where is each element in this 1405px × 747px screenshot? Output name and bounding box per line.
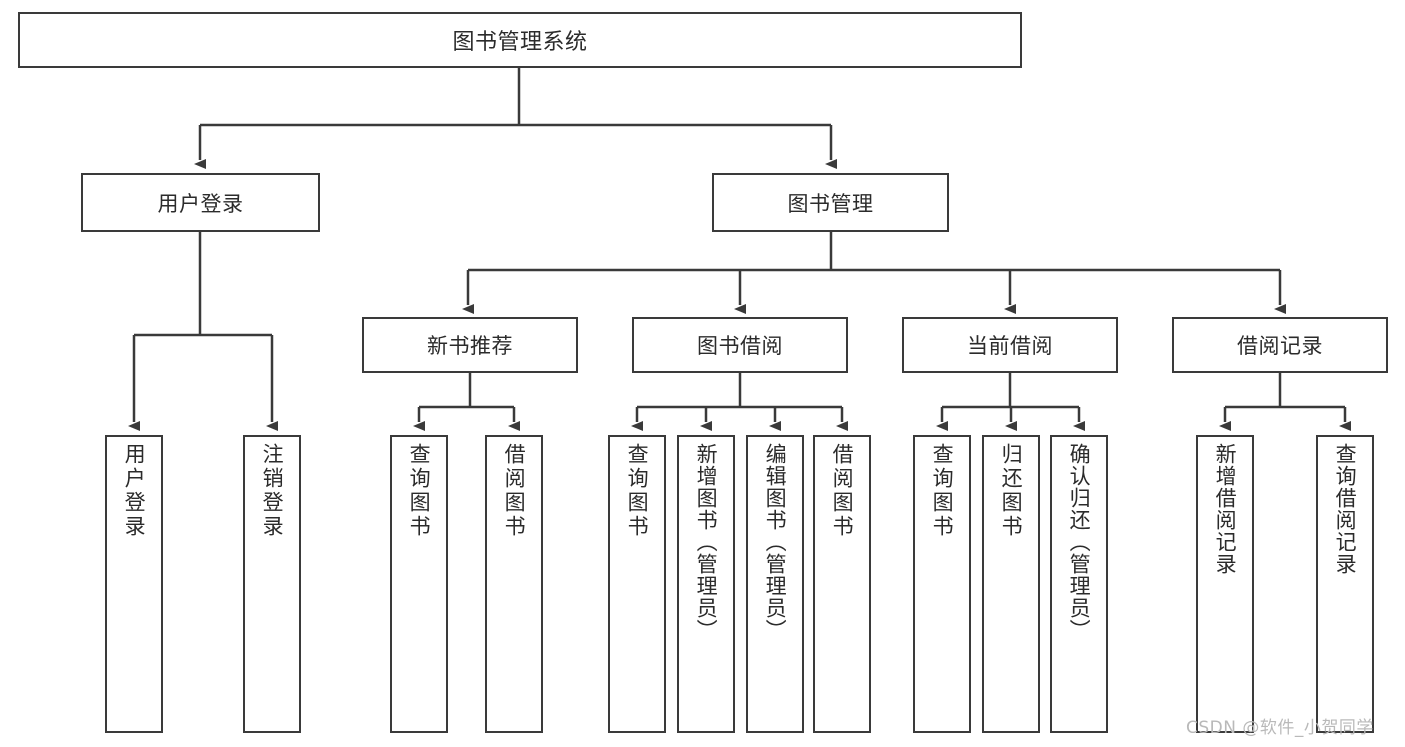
leaf-new-book-query[interactable]: 查询图书 xyxy=(390,435,448,733)
node-root-system[interactable]: 图书管理系统 xyxy=(18,12,1022,68)
node-label: 用户登录 xyxy=(122,443,147,539)
node-label: 当前借阅 xyxy=(967,334,1053,358)
node-label: 查询图书 xyxy=(930,443,955,539)
node-user-login[interactable]: 用户登录 xyxy=(81,173,320,232)
node-borrow-record[interactable]: 借阅记录 xyxy=(1172,317,1388,373)
node-current-borrow[interactable]: 当前借阅 xyxy=(902,317,1118,373)
leaf-book-borrow-query[interactable]: 查询图书 xyxy=(608,435,666,733)
leaf-current-borrow-confirm-return[interactable]: 确认归还（管理员） xyxy=(1050,435,1108,733)
leaf-book-borrow-add[interactable]: 新增图书（管理员） xyxy=(677,435,735,733)
node-book-management[interactable]: 图书管理 xyxy=(712,173,949,232)
node-book-borrow[interactable]: 图书借阅 xyxy=(632,317,848,373)
leaf-borrow-record-add[interactable]: 新增借阅记录 xyxy=(1196,435,1254,733)
node-label: 编辑图书（管理员） xyxy=(763,443,788,641)
node-label: 图书管理系统 xyxy=(452,30,588,55)
node-label: 图书借阅 xyxy=(697,334,783,358)
node-label: 借阅图书 xyxy=(502,443,527,539)
node-label: 注销登录 xyxy=(260,443,285,539)
node-label: 新增图书（管理员） xyxy=(694,443,719,641)
csdn-watermark: CSDN @软件_小贺同学 xyxy=(1186,718,1374,738)
leaf-borrow-record-query[interactable]: 查询借阅记录 xyxy=(1316,435,1374,733)
node-label: 借阅记录 xyxy=(1237,334,1323,358)
node-label: 用户登录 xyxy=(157,191,244,216)
node-label: 新书推荐 xyxy=(427,334,513,358)
leaf-current-borrow-return[interactable]: 归还图书 xyxy=(982,435,1040,733)
leaf-new-book-borrow[interactable]: 借阅图书 xyxy=(485,435,543,733)
leaf-current-borrow-query[interactable]: 查询图书 xyxy=(913,435,971,733)
node-new-book-recommend[interactable]: 新书推荐 xyxy=(362,317,578,373)
leaf-user-login-signout[interactable]: 注销登录 xyxy=(243,435,301,733)
node-label: 新增借阅记录 xyxy=(1213,443,1238,575)
node-label: 归还图书 xyxy=(999,443,1024,539)
node-label: 图书管理 xyxy=(787,191,874,216)
leaf-book-borrow-lend[interactable]: 借阅图书 xyxy=(813,435,871,733)
node-label: 查询图书 xyxy=(625,443,650,539)
node-label: 查询图书 xyxy=(407,443,432,539)
leaf-book-borrow-edit[interactable]: 编辑图书（管理员） xyxy=(746,435,804,733)
node-label: 借阅图书 xyxy=(830,443,855,539)
leaf-user-login-signin[interactable]: 用户登录 xyxy=(105,435,163,733)
node-label: 查询借阅记录 xyxy=(1333,443,1358,575)
node-label: 确认归还（管理员） xyxy=(1067,443,1092,641)
